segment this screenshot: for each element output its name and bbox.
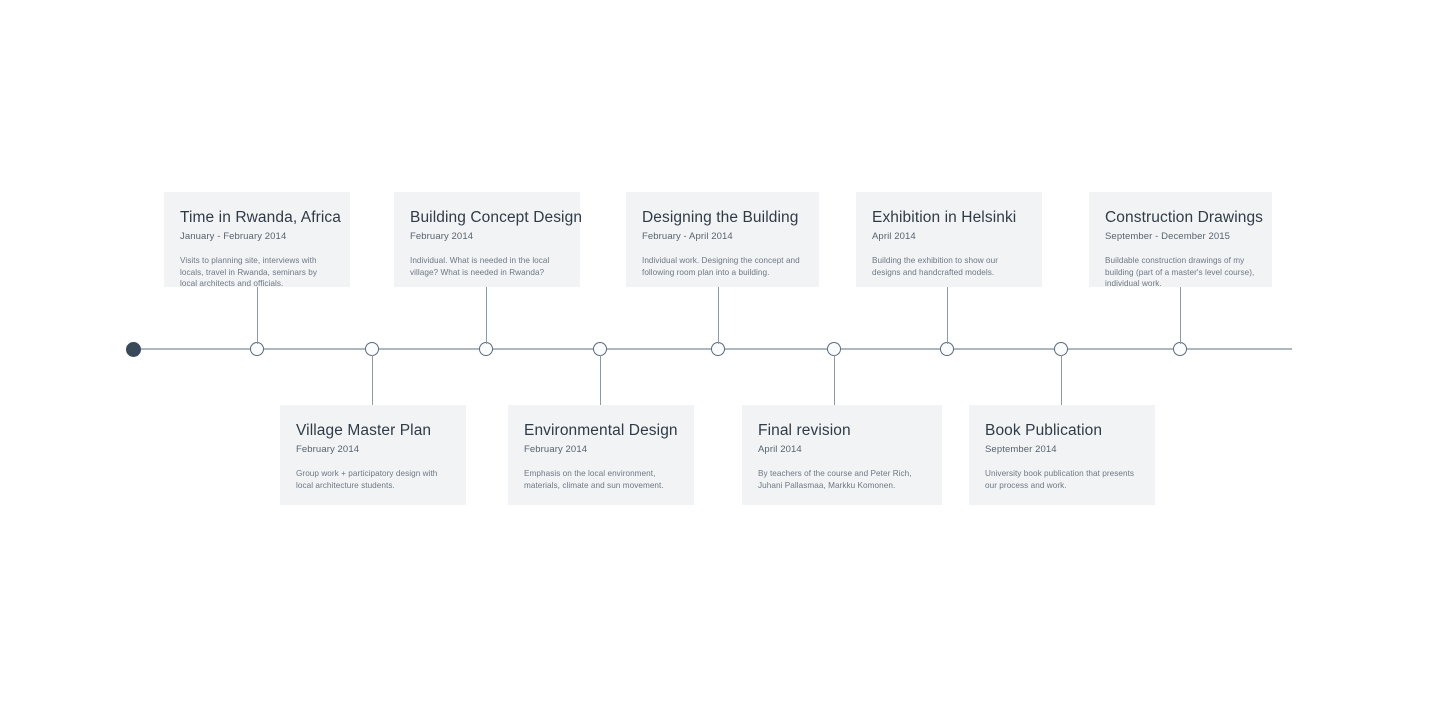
timeline-card-book-publication[interactable]: Book Publication September 2014 Universi… <box>969 405 1155 505</box>
card-description: Individual. What is needed in the local … <box>410 256 550 277</box>
timeline-stem-below-1 <box>371 355 373 405</box>
timeline-card-exhibition-in-helsinki[interactable]: Exhibition in Helsinki April 2014 Buildi… <box>856 192 1042 287</box>
timeline-node-4[interactable] <box>593 342 607 356</box>
card-date: September 2014 <box>985 444 1057 455</box>
card-title: Village Master Plan <box>296 422 432 439</box>
card-date: February 2014 <box>524 444 588 455</box>
timeline-card-time-in-rwanda-africa[interactable]: Time in Rwanda, Africa January - Februar… <box>164 192 350 288</box>
card-date: April 2014 <box>758 444 802 455</box>
timeline-node-3[interactable] <box>479 342 493 356</box>
card-description: By teachers of the course and Peter Rich… <box>758 469 912 490</box>
card-title: Designing the Building <box>642 209 799 226</box>
card-title: Construction Drawings <box>1105 209 1264 226</box>
timeline-node-1[interactable] <box>250 342 264 356</box>
card-title: Final revision <box>758 422 851 439</box>
card-date: September - December 2015 <box>1105 231 1231 242</box>
timeline-stem-above-4 <box>946 287 948 344</box>
timeline-node-7[interactable] <box>940 342 954 356</box>
timeline-stem-above-5 <box>1179 287 1181 344</box>
card-description: Emphasis on the local environment, mater… <box>524 469 664 490</box>
card-description: University book publication that present… <box>985 469 1135 490</box>
card-date: January - February 2014 <box>180 231 287 242</box>
card-description: Group work + participatory design with l… <box>296 469 438 490</box>
timeline-stem-below-4 <box>1060 355 1062 405</box>
card-date: February 2014 <box>296 444 360 455</box>
card-title: Environmental Design <box>524 422 678 439</box>
card-date: February 2014 <box>410 231 474 242</box>
timeline-stem-above-1 <box>256 287 258 344</box>
timeline-card-construction-drawings[interactable]: Construction Drawings September - Decemb… <box>1089 192 1272 288</box>
timeline-card-designing-the-building[interactable]: Designing the Building February - April … <box>626 192 819 287</box>
card-date: April 2014 <box>872 231 916 242</box>
timeline-stem-above-2 <box>485 287 487 344</box>
card-description: Visits to planning site, interviews with… <box>180 256 317 288</box>
card-title: Time in Rwanda, Africa <box>180 209 341 226</box>
timeline-node-8[interactable] <box>1054 342 1068 356</box>
timeline-start-dot <box>126 342 141 357</box>
timeline-card-building-concept-design[interactable]: Building Concept Design February 2014 In… <box>394 192 583 287</box>
timeline-card-final-revision[interactable]: Final revision April 2014 By teachers of… <box>742 405 942 505</box>
timeline-stem-above-3 <box>717 287 719 344</box>
timeline-card-village-master-plan[interactable]: Village Master Plan February 2014 Group … <box>280 405 466 505</box>
timeline-stem-below-2 <box>599 355 601 405</box>
timeline-stem-below-3 <box>833 355 835 405</box>
timeline-node-6[interactable] <box>827 342 841 356</box>
card-title: Exhibition in Helsinki <box>872 209 1017 226</box>
card-title: Building Concept Design <box>410 209 583 226</box>
timeline-node-5[interactable] <box>711 342 725 356</box>
card-date: February - April 2014 <box>642 231 733 242</box>
card-description: Buildable construction drawings of my bu… <box>1105 256 1255 288</box>
timeline-card-environmental-design[interactable]: Environmental Design February 2014 Empha… <box>508 405 694 505</box>
card-description: Building the exhibition to show our desi… <box>872 256 999 277</box>
card-title: Book Publication <box>985 422 1103 439</box>
timeline-node-9[interactable] <box>1173 342 1187 356</box>
card-description: Individual work. Designing the concept a… <box>642 256 800 277</box>
timeline-node-2[interactable] <box>365 342 379 356</box>
